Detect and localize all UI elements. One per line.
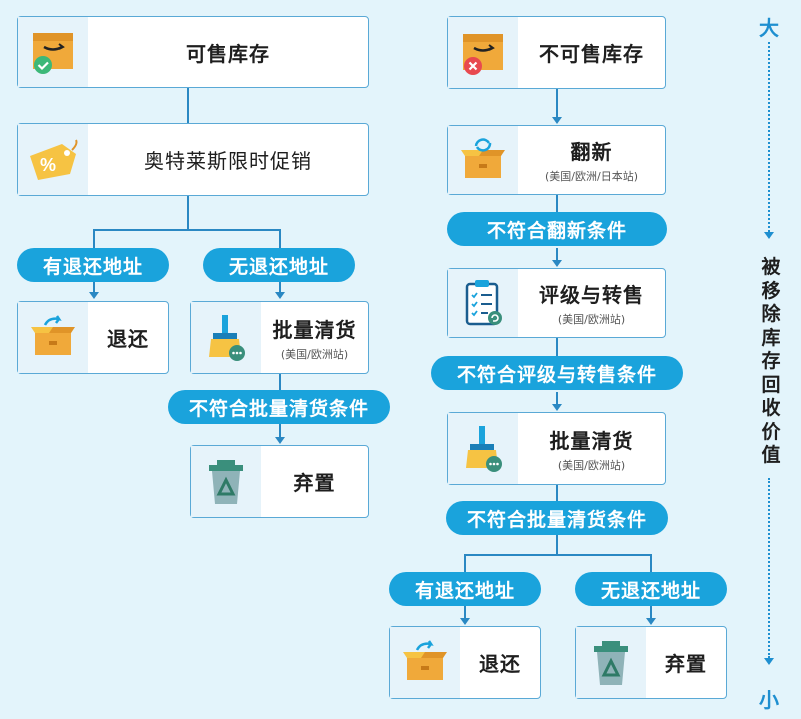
trash-bin-icon bbox=[576, 627, 646, 698]
scale-top-label: 大 bbox=[759, 16, 779, 40]
scale-caption: 被 移 除 库 存 回 收 价 值 bbox=[759, 256, 783, 468]
not-liquidation-pill-left: 不符合批量清货条件 bbox=[168, 390, 390, 424]
outlet-promo-label: 奥特莱斯限时促销 bbox=[144, 149, 312, 173]
sellable-inventory-box: 可售库存 bbox=[17, 16, 369, 88]
return-label-left: 退还 bbox=[107, 327, 149, 351]
liquidation-box-left: 批量清货 (美国/欧洲站) bbox=[190, 301, 369, 374]
dispose-box-left: 弃置 bbox=[190, 445, 369, 518]
not-grade-resell-pill: 不符合评级与转售条件 bbox=[431, 356, 683, 390]
scale-dotted-line-top bbox=[768, 42, 770, 232]
not-liquidation-pill-right: 不符合批量清货条件 bbox=[446, 501, 668, 535]
grade-resell-box: 评级与转售 (美国/欧洲站) bbox=[447, 268, 666, 338]
return-box-icon bbox=[18, 302, 88, 373]
refurbish-label: 翻新 bbox=[570, 140, 613, 164]
trash-bin-icon bbox=[191, 446, 261, 517]
return-box-left: 退还 bbox=[17, 301, 169, 374]
scale-char: 价 bbox=[761, 420, 781, 443]
liquidation-label-left: 批量清货 bbox=[272, 317, 357, 342]
dispose-label-right: 弃置 bbox=[665, 652, 707, 676]
scale-char: 库 bbox=[761, 326, 781, 349]
clipboard-checklist-icon bbox=[448, 269, 518, 337]
scale-char: 移 bbox=[761, 279, 781, 302]
not-refurbish-pill: 不符合翻新条件 bbox=[447, 212, 667, 246]
return-box-right: 退还 bbox=[389, 626, 541, 699]
scale-arrow-bottom bbox=[764, 658, 774, 665]
broom-icon bbox=[448, 413, 518, 484]
scale-arrow-top bbox=[764, 232, 774, 239]
dispose-label-left: 弃置 bbox=[293, 471, 336, 495]
unsellable-inventory-label: 不可售库存 bbox=[539, 42, 644, 66]
scale-char: 收 bbox=[761, 397, 781, 419]
refurbish-sublabel: (美国/欧洲/日本站) bbox=[545, 170, 638, 183]
scale-char: 存 bbox=[761, 350, 781, 372]
has-return-address-pill-right: 有退还地址 bbox=[389, 572, 541, 606]
dispose-box-right: 弃置 bbox=[575, 626, 727, 699]
has-return-address-pill-left: 有退还地址 bbox=[17, 248, 169, 282]
return-box-icon bbox=[390, 627, 460, 698]
liquidation-label-right: 批量清货 bbox=[549, 428, 634, 453]
svg-text:%: % bbox=[40, 155, 56, 175]
grade-resell-sublabel: (美国/欧洲站) bbox=[557, 313, 626, 326]
liquidation-sublabel-right: (美国/欧洲站) bbox=[557, 458, 626, 472]
amazon-box-check-icon bbox=[18, 17, 88, 87]
sellable-inventory-label: 可售库存 bbox=[186, 41, 270, 66]
scale-char: 除 bbox=[761, 303, 781, 325]
no-return-address-pill-left: 无退还地址 bbox=[203, 248, 355, 282]
scale-bottom-label: 小 bbox=[759, 688, 779, 712]
unsellable-inventory-box: 不可售库存 bbox=[447, 16, 666, 89]
return-label-right: 退还 bbox=[479, 652, 521, 676]
percent-tag-icon: % bbox=[18, 124, 88, 195]
liquidation-sublabel-left: (美国/欧洲站) bbox=[280, 347, 349, 361]
refurbish-box: 翻新 (美国/欧洲/日本站) bbox=[447, 125, 666, 195]
scale-char: 值 bbox=[761, 444, 781, 466]
scale-dotted-line-bottom bbox=[768, 478, 770, 658]
amazon-box-x-icon bbox=[448, 17, 518, 88]
broom-icon bbox=[191, 302, 261, 373]
no-return-address-pill-right: 无退还地址 bbox=[575, 572, 727, 606]
scale-char: 被 bbox=[761, 256, 781, 278]
scale-char: 回 bbox=[761, 373, 781, 396]
refurbish-box-icon bbox=[448, 126, 518, 194]
grade-resell-label: 评级与转售 bbox=[539, 283, 644, 307]
liquidation-box-right: 批量清货 (美国/欧洲站) bbox=[447, 412, 666, 485]
outlet-promo-box: % 奥特莱斯限时促销 bbox=[17, 123, 369, 196]
